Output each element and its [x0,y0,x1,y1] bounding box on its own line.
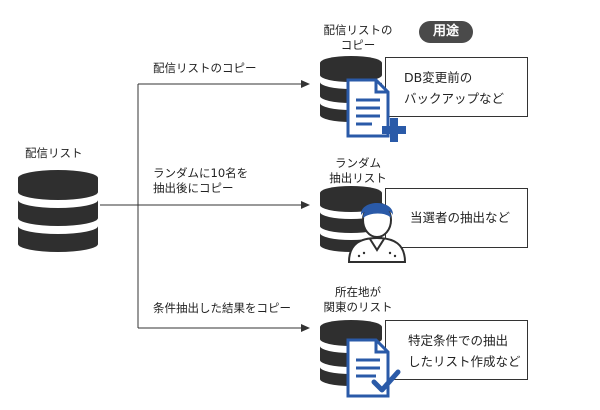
db-label-3: 所在地が 関東のリスト [323,285,393,314]
person-icon [347,202,407,263]
source-label: 配信リスト [25,146,83,160]
arrow-head-1 [301,80,310,88]
document-plus-icon [346,78,406,142]
usage-box-3: 特定条件での抽出 したリスト作成など [385,320,528,380]
arrow-label-2: ランダムに10名を 抽出後にコピー [153,166,249,195]
usage-box-1: DB変更前の バックアップなど [385,57,528,117]
arrow-head-3 [301,324,310,332]
db-label-1: 配信リストの コピー [323,23,393,52]
arrow-label-1: 配信リストのコピー [153,61,257,75]
usage-box-2: 当選者の抽出など [385,188,528,248]
arrow-head-2 [301,201,310,209]
document-check-icon [346,338,401,398]
source-database-icon [18,170,98,252]
db-label-2: ランダム 抽出リスト [329,156,387,185]
arrow-label-3: 条件抽出した結果をコピー [153,301,291,315]
usage-badge: 用途 [419,21,473,43]
